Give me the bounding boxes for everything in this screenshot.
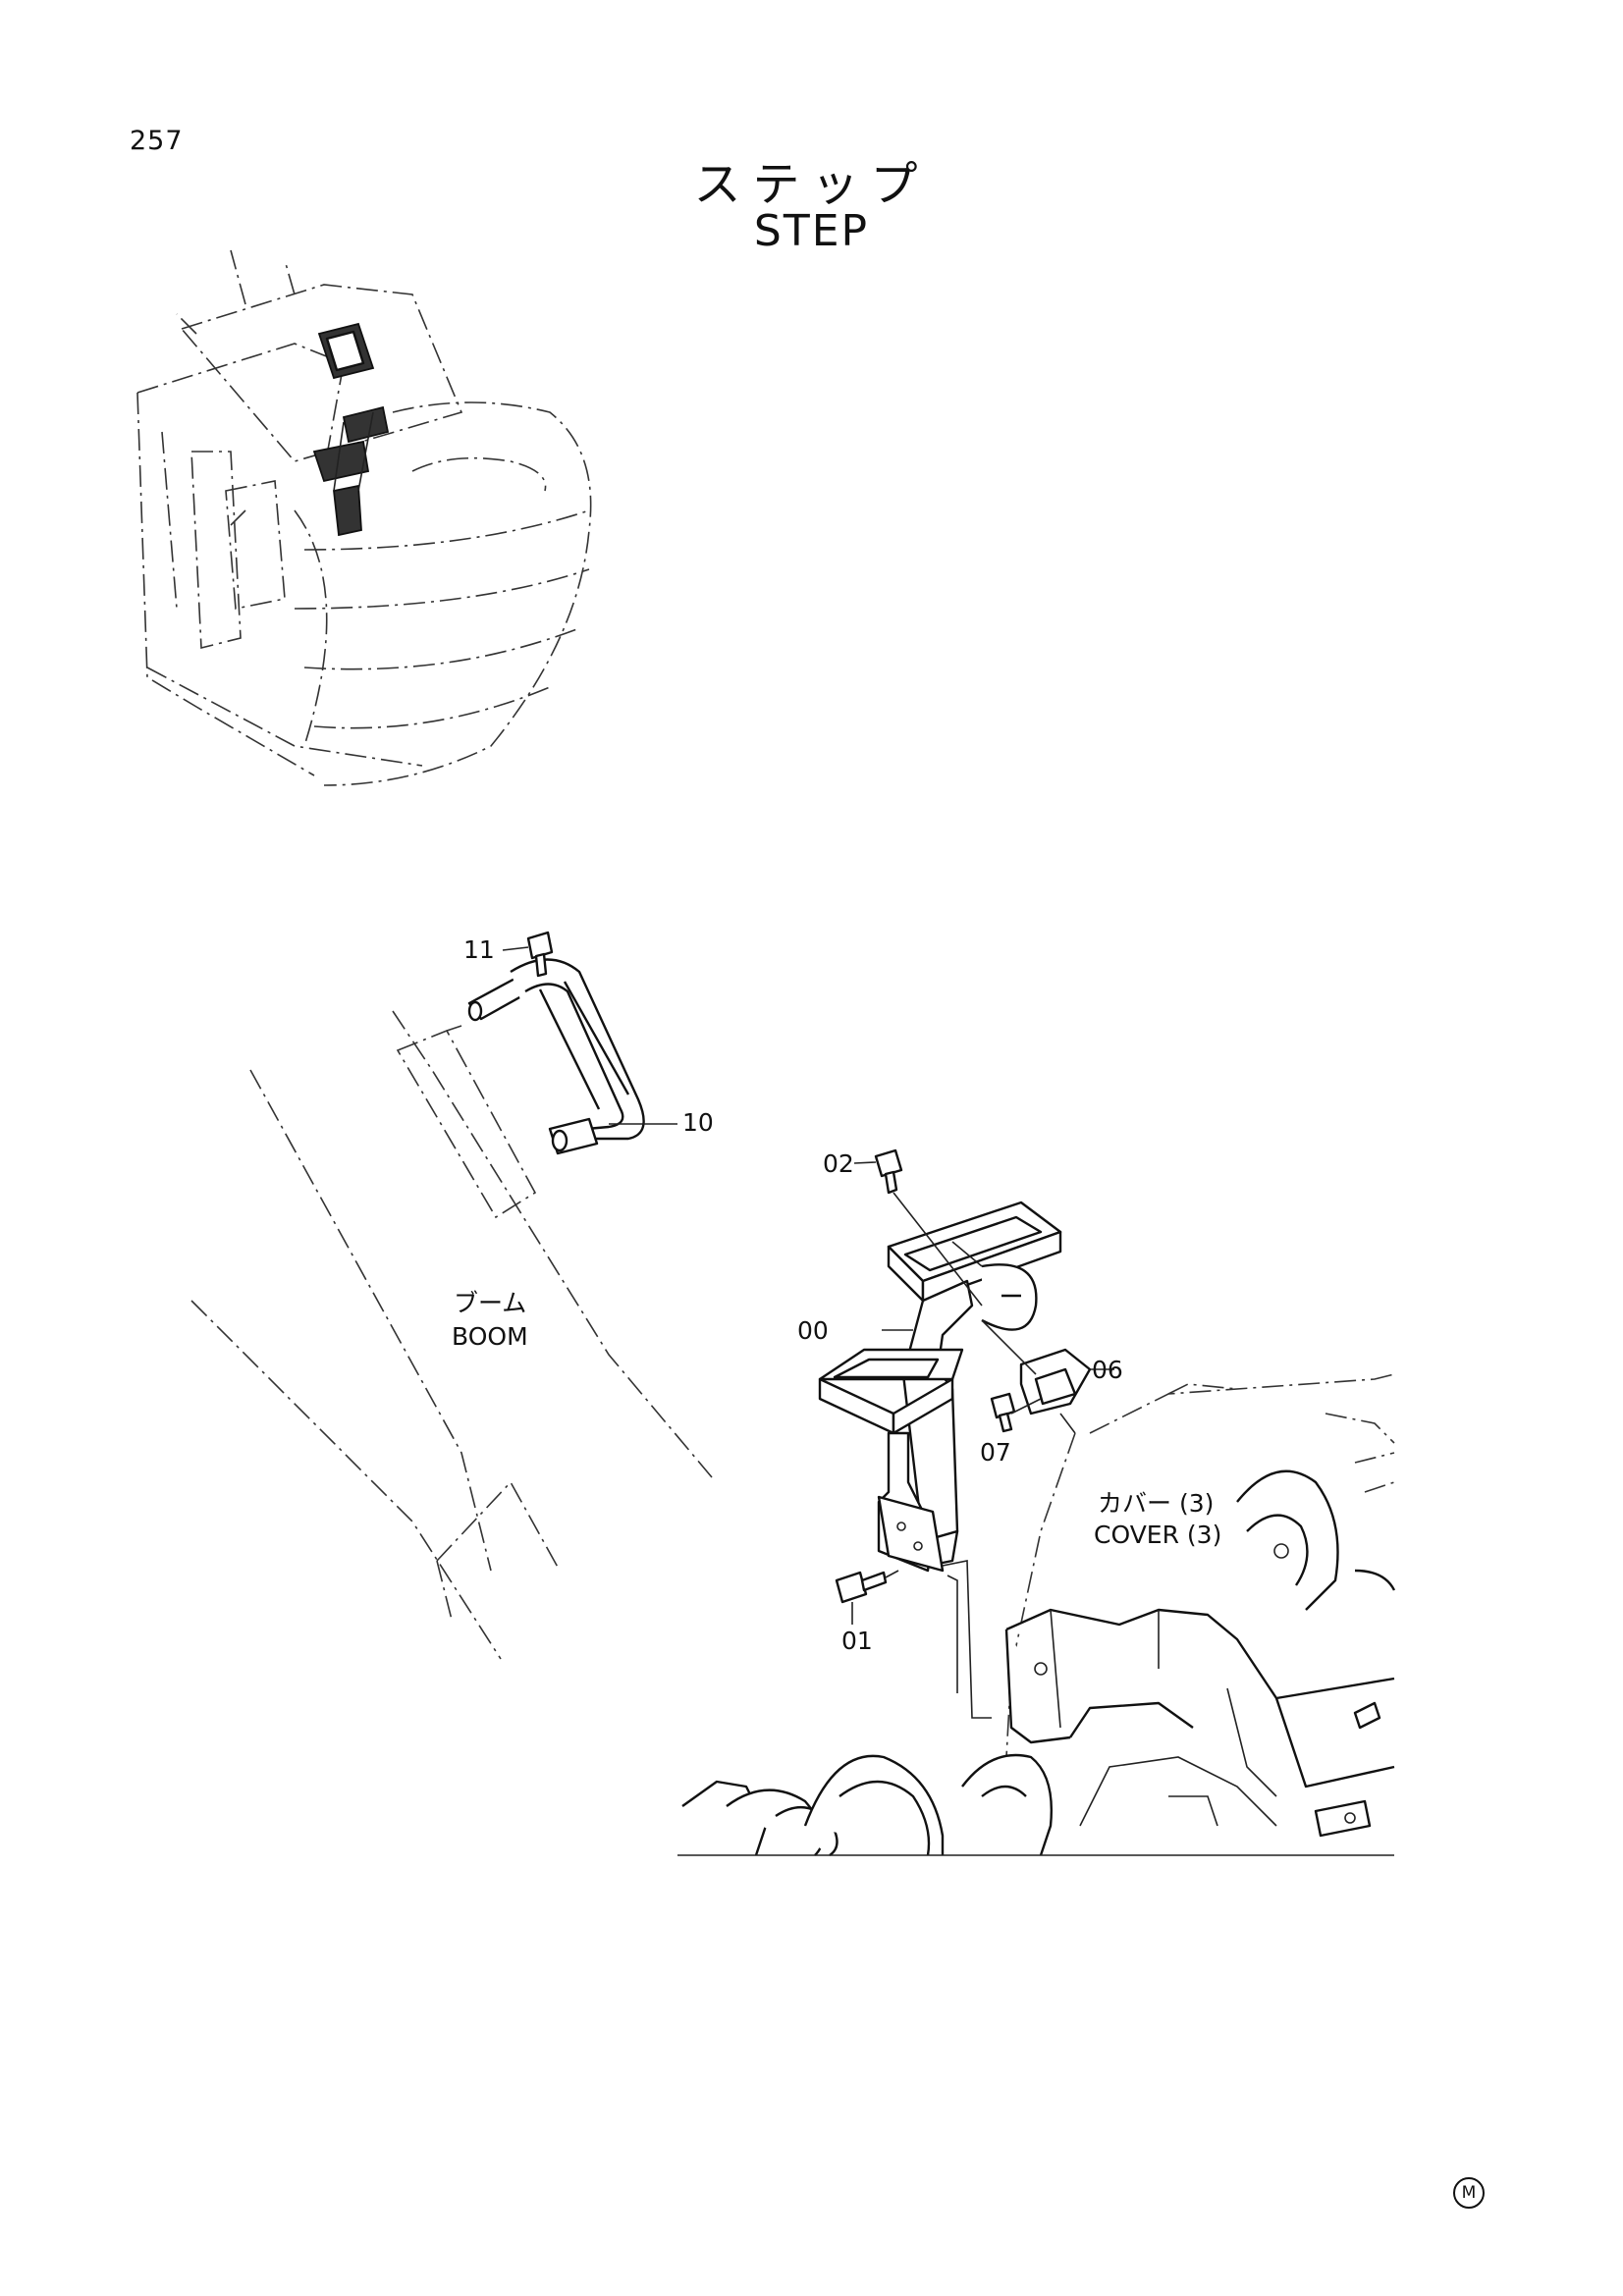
boom-label-en: BOOM [452,1322,528,1351]
cover-label-en: COVER (3) [1094,1521,1222,1549]
boom-label-ja: ブーム [454,1289,527,1317]
step-assembly-part-00 [818,1201,1062,1719]
cover-label-ja: カバー (3) [1098,1489,1215,1518]
boom-outline [190,1010,713,1660]
callout-11: 11 [463,935,495,964]
bolt-part-02 [853,1148,983,1307]
title-english: STEP [753,206,870,256]
callout-01: 01 [841,1627,873,1655]
circled-m-icon: M [1453,2177,1485,2209]
callout-06: 06 [1092,1356,1123,1384]
bolt-part-01 [835,1570,899,1625]
page-number: 257 [130,126,184,156]
title-japanese: ステップ [693,157,930,212]
bracket-part-06 [981,1319,1114,1434]
handrail-part-10 [467,958,645,1155]
bolt-part-11 [502,931,554,978]
callout-02: 02 [823,1149,854,1178]
overview-machine [136,249,592,786]
cover-3-frame [677,1373,1396,1856]
bolt-part-07 [990,1392,1042,1433]
callout-00: 00 [797,1316,829,1345]
callout-07: 07 [980,1438,1011,1467]
callout-10: 10 [682,1108,714,1137]
